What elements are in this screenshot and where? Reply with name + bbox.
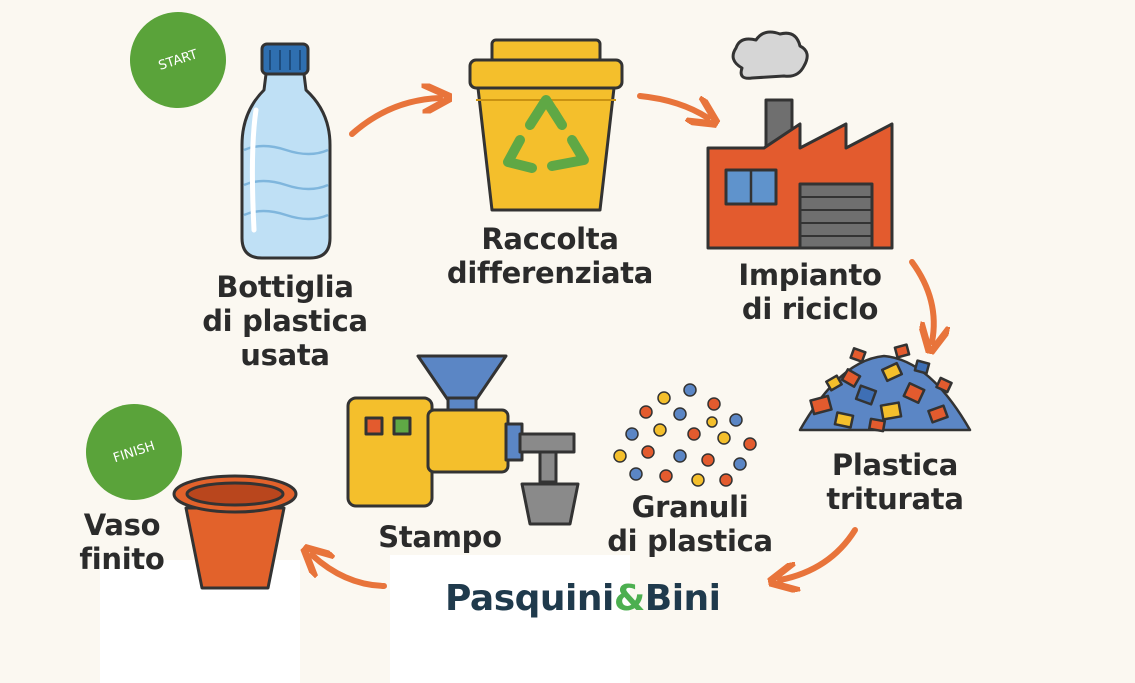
step-label-shredded: Plastica triturata <box>795 448 995 516</box>
label-line: di riciclo <box>741 292 879 327</box>
plastic-bottle-icon <box>240 42 332 260</box>
step-label-pot: Vaso finito <box>62 508 182 576</box>
recycle-symbol-icon <box>503 95 589 173</box>
logo-part1: Pasquini <box>445 578 614 619</box>
flower-pot-icon <box>172 474 298 590</box>
shredded-plastic-icon <box>798 343 972 433</box>
background-patch <box>390 555 630 683</box>
label-line: triturata <box>826 482 964 517</box>
mold-machine-icon <box>346 354 580 526</box>
plastic-granules-icon <box>613 383 757 487</box>
label-line: Impianto <box>738 258 882 292</box>
arrow-bottle-to-bin <box>349 98 440 137</box>
arrow-mold-to-pot <box>312 555 387 589</box>
smoke-cloud <box>731 30 809 80</box>
label-line: Bottiglia <box>216 270 354 304</box>
arrow-plant-to-shredded <box>909 259 934 342</box>
step-label-granules: Granuli di plastica <box>590 490 790 558</box>
brand-logo: Pasquini&Bini <box>445 578 721 619</box>
label-line: di plastica <box>202 304 368 339</box>
logo-ampersand: & <box>613 578 645 619</box>
label-line: Stampo <box>378 520 502 554</box>
recycle-bin-icon <box>468 38 624 212</box>
label-line: Vaso <box>83 508 161 542</box>
step-label-bottle: Bottiglia di plastica usata <box>180 270 390 373</box>
label-line: finito <box>79 542 165 577</box>
label-line: Plastica <box>831 448 959 482</box>
step-label-collection: Raccolta differenziata <box>430 222 670 290</box>
label-line: usata <box>240 338 330 373</box>
label-line: differenziata <box>446 256 654 291</box>
recycling-plant-icon <box>706 30 894 250</box>
label-line: Raccolta <box>481 222 619 256</box>
arrow-shredded-to-granules <box>780 527 858 580</box>
label-line: di plastica <box>607 524 773 559</box>
step-label-mold: Stampo <box>360 520 520 554</box>
logo-part2: Bini <box>644 578 721 619</box>
label-line: Granuli <box>631 490 749 524</box>
step-label-plant: Impianto di riciclo <box>710 258 910 326</box>
arrow-bin-to-plant <box>637 93 708 118</box>
